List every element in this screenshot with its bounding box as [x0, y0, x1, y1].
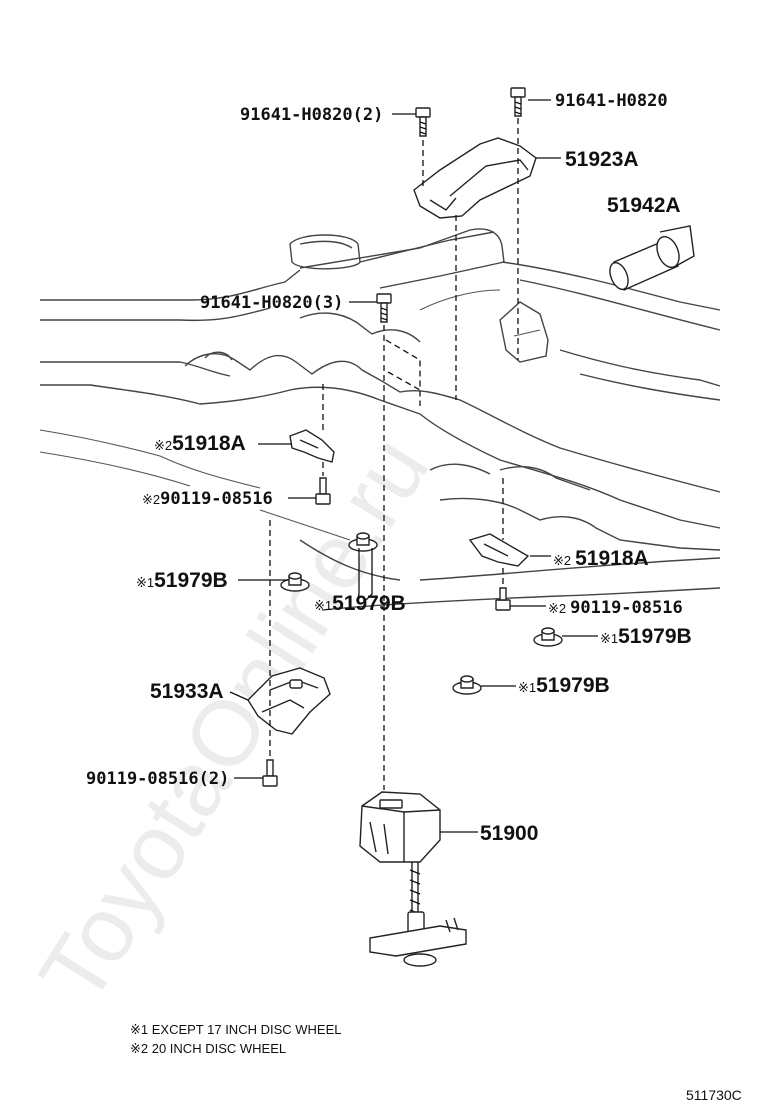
- part-labels: 91641-H0820(2) 91641-H0820 51923A 51942A…: [86, 91, 692, 845]
- bolt-91641-h0820-c: [376, 293, 392, 323]
- stopper-51979b-right-upper: [533, 627, 563, 647]
- callout-6[interactable]: ※251918A: [154, 432, 246, 455]
- stopper-51979b-right-lower: [452, 675, 482, 695]
- diagram-code: 511730C: [686, 1087, 742, 1103]
- bracket-51918a-right: [468, 533, 530, 567]
- bolt-90119-08516-left: [315, 477, 331, 505]
- bolt-90119-08516-right: [495, 587, 511, 611]
- callout-9[interactable]: ※151979B: [136, 569, 228, 592]
- bolt-91641-h0820-a: [415, 107, 431, 137]
- assembly-lines: [269, 118, 519, 790]
- bracket-51933a: [247, 667, 331, 735]
- callout-15[interactable]: 90119-08516(2): [86, 769, 229, 789]
- callout-4[interactable]: 51942A: [607, 194, 681, 217]
- tube-51942a: [609, 225, 695, 291]
- footnote-2: ※2 20 INCH DISC WHEEL: [130, 1041, 286, 1056]
- leader-lines: [229, 99, 598, 833]
- bracket-51918a-left: [289, 429, 335, 463]
- callout-16[interactable]: 51900: [480, 822, 538, 845]
- callout-7[interactable]: ※290119-08516: [142, 489, 273, 509]
- callout-3[interactable]: 51923A: [565, 148, 639, 171]
- callout-13[interactable]: 51933A: [150, 680, 224, 703]
- callout-10[interactable]: ※151979B: [314, 592, 406, 615]
- bracket-51923a: [413, 137, 537, 219]
- stopper-51979b-left: [280, 572, 310, 592]
- spare-tire-carrier-51900: [359, 791, 467, 967]
- bolt-91641-h0820-b: [510, 87, 526, 117]
- callout-14[interactable]: ※151979B: [518, 674, 610, 697]
- chassis-frame-outline: [39, 228, 721, 611]
- stopper-51979b-center: [348, 532, 378, 552]
- footnotes: ※1 EXCEPT 17 INCH DISC WHEEL ※2 20 INCH …: [130, 1022, 342, 1056]
- bolt-90119-08516-bottom: [262, 759, 278, 787]
- callout-2[interactable]: 91641-H0820: [555, 91, 668, 111]
- callout-5[interactable]: 91641-H0820(3): [200, 293, 343, 313]
- footnote-1: ※1 EXCEPT 17 INCH DISC WHEEL: [130, 1022, 342, 1037]
- callout-1[interactable]: 91641-H0820(2): [240, 105, 383, 125]
- callout-12[interactable]: ※151979B: [600, 625, 692, 648]
